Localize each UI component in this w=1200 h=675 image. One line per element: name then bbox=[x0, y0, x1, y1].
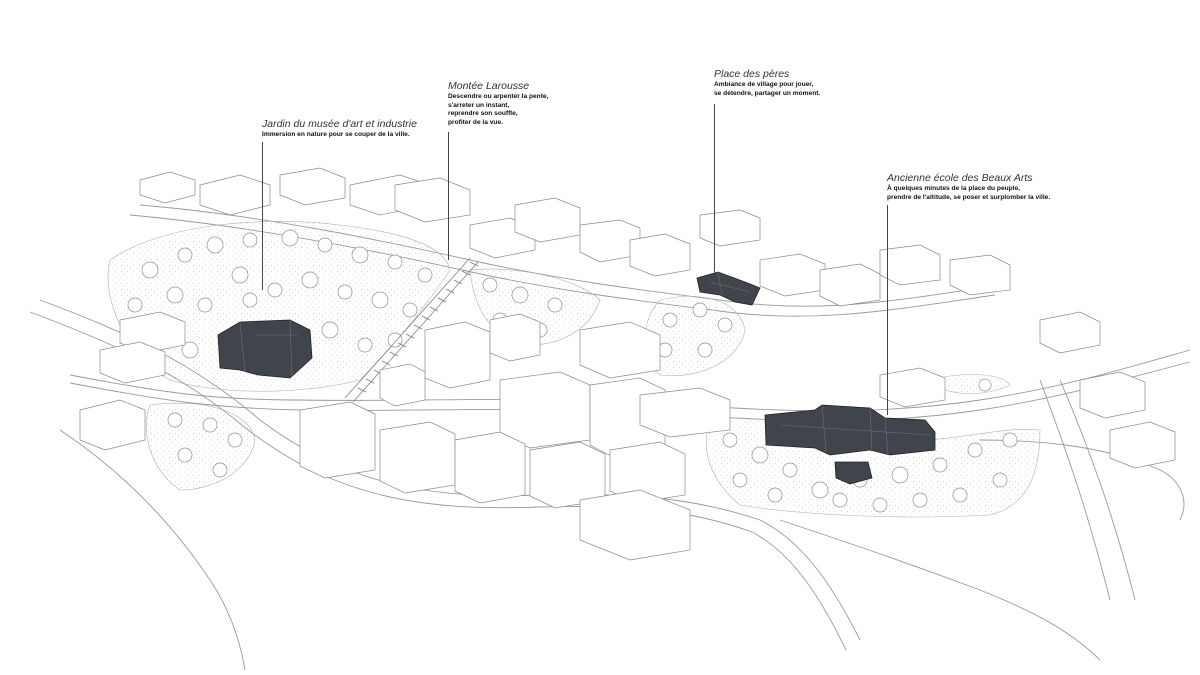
musee-building bbox=[217, 319, 313, 379]
annotation-title: Montée Larousse bbox=[448, 80, 530, 92]
leader-line-jardin bbox=[262, 142, 263, 290]
building-blocks bbox=[79, 167, 1176, 561]
annotation-description: Ambiance de village pour jouer, se déten… bbox=[714, 81, 821, 97]
leader-line-ecole bbox=[887, 205, 888, 415]
annotation-description: À quelques minutes de la place du peuple… bbox=[887, 185, 1051, 201]
annotation-description: Descendre ou arpenter la pente, s'arrete… bbox=[448, 93, 549, 126]
annotation-description: Immersion en nature pour se couper de la… bbox=[262, 131, 410, 138]
highlighted-roof-lines bbox=[239, 271, 931, 455]
beaux-arts-building bbox=[764, 404, 936, 456]
place-peres-building bbox=[696, 271, 761, 306]
beaux-arts-annex bbox=[834, 461, 873, 485]
annotation-title: Place des pères bbox=[714, 68, 790, 80]
tree-canopies bbox=[127, 229, 1018, 513]
annotation-montee: Montée Larousse Descendre ou arpenter la… bbox=[448, 80, 548, 127]
staircase bbox=[344, 257, 479, 403]
annotation-title: Ancienne école des Beaux Arts bbox=[887, 172, 1033, 184]
annotation-ecole: Ancienne école des Beaux Arts À quelques… bbox=[887, 172, 1050, 202]
leader-line-place bbox=[714, 104, 715, 276]
leader-line-montee bbox=[448, 132, 449, 260]
annotation-title: Jardin du musée d'art et industrie bbox=[262, 118, 417, 130]
annotation-jardin: Jardin du musée d'art et industrie Immer… bbox=[262, 118, 417, 140]
annotation-place: Place des pères Ambiance de village pour… bbox=[714, 68, 820, 98]
